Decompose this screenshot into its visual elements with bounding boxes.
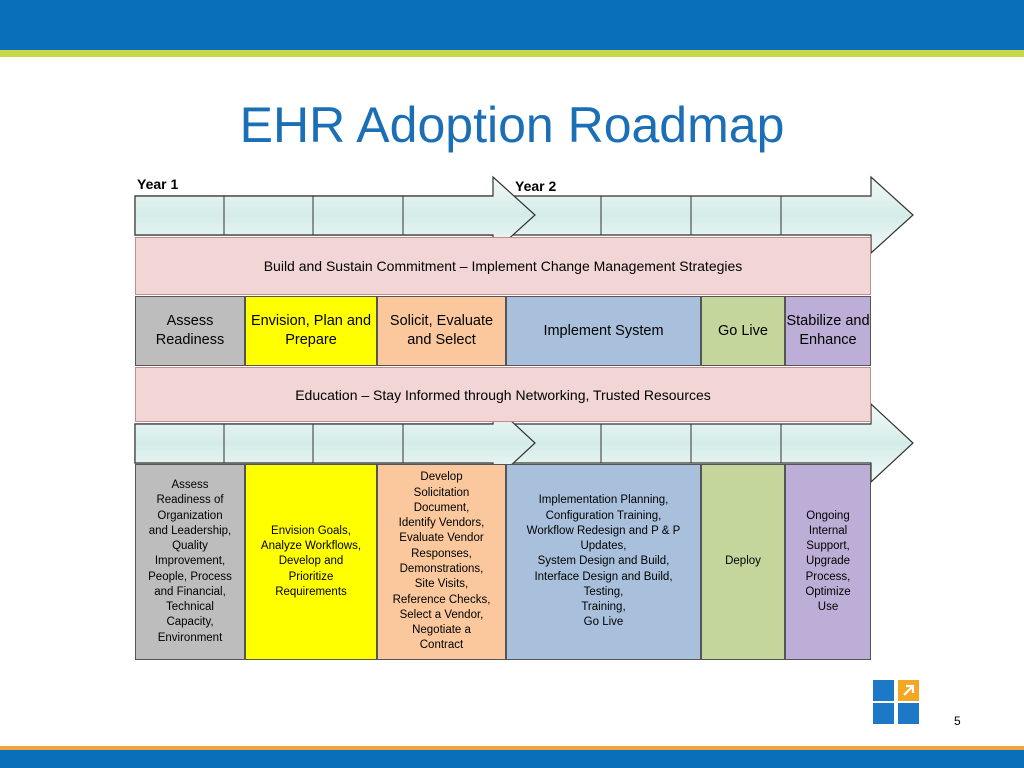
education-band: Education – Stay Informed through Networ…	[135, 367, 871, 422]
slide-title: EHR Adoption Roadmap	[239, 97, 785, 153]
phase-assess-readiness: Assess Readiness	[135, 296, 245, 366]
phase-go-live: Go Live	[701, 296, 785, 366]
logo-square-bottom-left	[873, 703, 894, 724]
phase-stabilize-enhance: Stabilize and Enhance	[785, 296, 871, 366]
timeline-arrow-row-top	[134, 175, 914, 255]
detail-envision-plan-prepare: Envision Goals, Analyze Workflows, Devel…	[245, 464, 377, 660]
year-1-arrow-top	[134, 175, 536, 255]
logo-square-bottom-right	[898, 703, 919, 724]
year-2-label: Year 2	[515, 178, 557, 194]
commitment-band: Build and Sustain Commitment – Implement…	[135, 237, 871, 295]
year-1-label: Year 1	[137, 176, 179, 192]
detail-solicit-evaluate-select: Develop Solicitation Document, Identify …	[377, 464, 506, 660]
phase-solicit-evaluate-select: Solicit, Evaluate and Select	[377, 296, 506, 366]
detail-go-live: Deploy	[701, 464, 785, 660]
detail-implement-system: Implementation Planning, Configuration T…	[506, 464, 701, 660]
footer-accent-line	[0, 746, 1024, 750]
detail-stabilize-enhance: Ongoing Internal Support, Upgrade Proces…	[785, 464, 871, 660]
phase-envision-plan-prepare: Envision, Plan and Prepare	[245, 296, 377, 366]
timeline-arrow-row-bottom	[134, 402, 914, 484]
page-number: 5	[954, 714, 961, 728]
header-bar	[0, 0, 1024, 50]
detail-assess-readiness: Assess Readiness of Organization and Lea…	[135, 464, 245, 660]
arrow-up-right-icon	[898, 680, 919, 701]
logo-square-top-left	[873, 680, 894, 701]
header-accent-line	[0, 50, 1024, 57]
phase-implement-system: Implement System	[506, 296, 701, 366]
footer-bar	[0, 750, 1024, 768]
